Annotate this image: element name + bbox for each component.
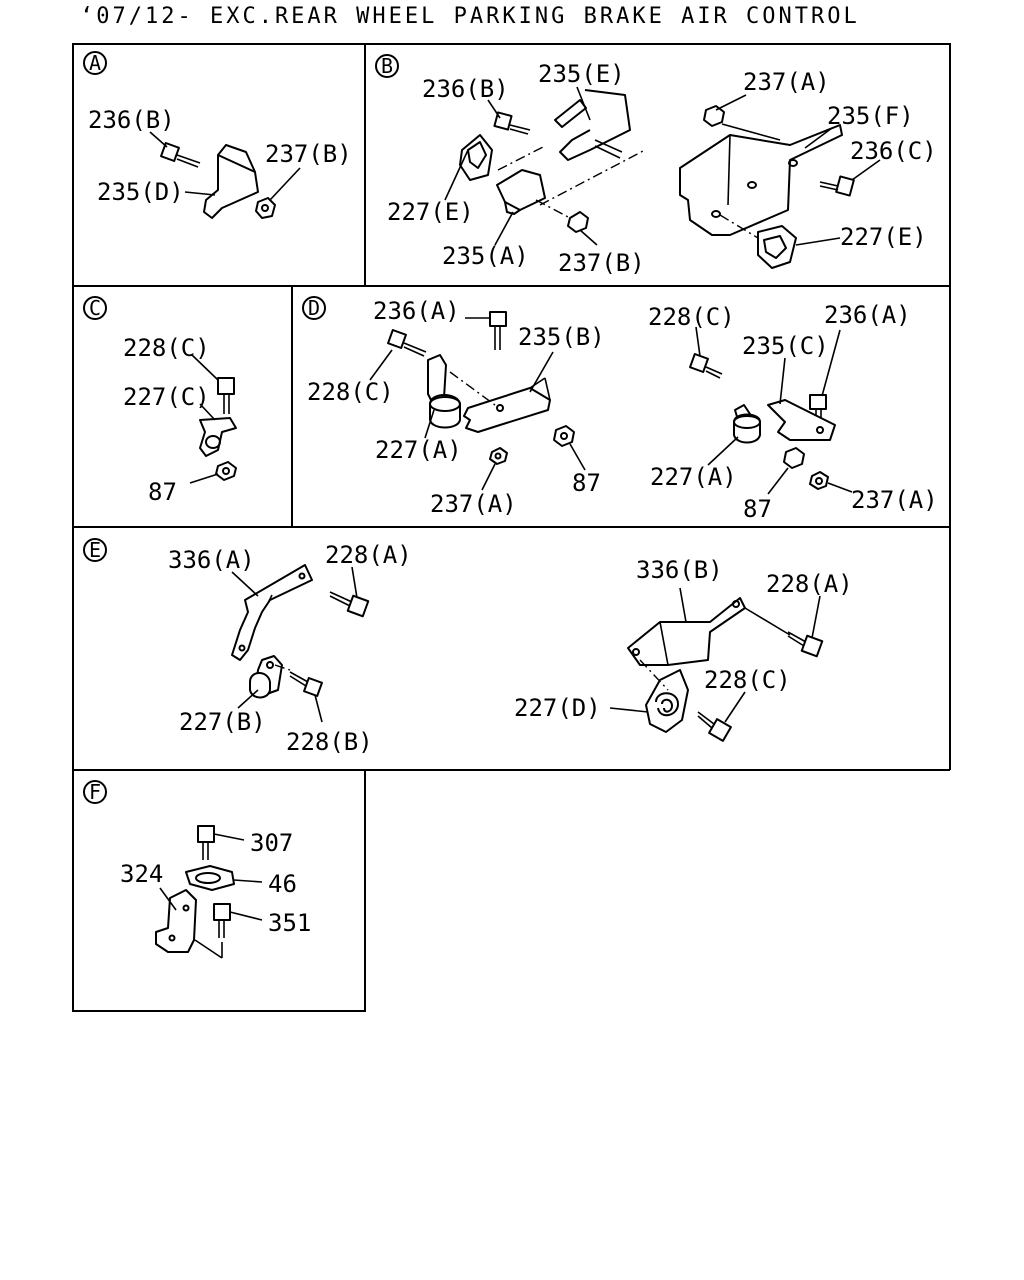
svg-text:D: D bbox=[308, 296, 320, 320]
panel-c-leaders bbox=[189, 354, 219, 484]
svg-text:A: A bbox=[89, 51, 101, 75]
callout-235b: 235(B) bbox=[518, 323, 605, 351]
callout-227c: 227(C) bbox=[123, 383, 210, 411]
callout-235a: 235(A) bbox=[442, 242, 529, 270]
callout-236c: 236(C) bbox=[850, 137, 937, 165]
panel-letter-a: A bbox=[83, 51, 107, 75]
callout-236a: 236(A) bbox=[373, 297, 460, 325]
panel-d-labels: 236(A) 235(B) 228(C) 227(A) 237(A) 87 22… bbox=[307, 297, 938, 523]
callout-227e: 227(E) bbox=[840, 223, 927, 251]
callout-307: 307 bbox=[250, 829, 293, 857]
callout-235c: 235(C) bbox=[742, 332, 829, 360]
callout-237b: 237(B) bbox=[558, 249, 645, 277]
panel-d-parts bbox=[387, 311, 836, 490]
callout-237a: 237(A) bbox=[743, 68, 830, 96]
callout-227a: 227(A) bbox=[650, 463, 737, 491]
callout-235d: 235(D) bbox=[97, 178, 184, 206]
panel-b-leaders bbox=[444, 86, 881, 246]
panel-d-leaders bbox=[369, 317, 853, 495]
diagram-title: ‘07/12- EXC.REAR WHEEL PARKING BRAKE AIR… bbox=[80, 4, 860, 29]
callout-237a: 237(A) bbox=[851, 486, 938, 514]
panel-f-labels: 307 324 46 351 bbox=[120, 829, 311, 937]
panel-letter-f: F bbox=[83, 780, 107, 804]
callout-228a: 228(A) bbox=[766, 570, 853, 598]
panel-b-labels: 236(B) 235(E) 227(E) 235(A) 237(B) 237(A… bbox=[387, 60, 937, 277]
panel-letter-e: E bbox=[83, 538, 107, 562]
panel-f-parts bbox=[155, 825, 235, 959]
callout-236b: 236(B) bbox=[88, 106, 175, 134]
panel-letter-c: C bbox=[83, 296, 107, 320]
callout-87: 87 bbox=[148, 478, 177, 506]
panel-a-leaders bbox=[149, 131, 301, 201]
callout-235e: 235(E) bbox=[538, 60, 625, 88]
svg-text:E: E bbox=[89, 538, 101, 562]
callout-235f: 235(F) bbox=[827, 102, 914, 130]
callout-228c: 228(C) bbox=[704, 666, 791, 694]
callout-336b: 336(B) bbox=[636, 556, 723, 584]
callout-228a: 228(A) bbox=[325, 541, 412, 569]
callout-236b: 236(B) bbox=[422, 75, 509, 103]
callout-336a: 336(A) bbox=[168, 546, 255, 574]
panel-b-parts bbox=[459, 89, 855, 269]
callout-46: 46 bbox=[268, 870, 297, 898]
callout-237a: 237(A) bbox=[430, 490, 517, 518]
callout-228c: 228(C) bbox=[123, 334, 210, 362]
callout-228c: 228(C) bbox=[307, 378, 394, 406]
svg-text:C: C bbox=[89, 296, 101, 320]
callout-227b: 227(B) bbox=[179, 708, 266, 736]
callout-228c: 228(C) bbox=[648, 303, 735, 331]
callout-87: 87 bbox=[743, 495, 772, 523]
panel-c-labels: 228(C) 227(C) 87 bbox=[123, 334, 210, 506]
panel-frames bbox=[72, 43, 951, 1012]
callout-227a: 227(A) bbox=[375, 436, 462, 464]
callout-237b: 237(B) bbox=[265, 140, 352, 168]
callout-324: 324 bbox=[120, 860, 163, 888]
panel-e-labels: 336(A) 228(A) 227(B) 228(B) 336(B) 228(A… bbox=[168, 541, 853, 756]
panel-letters: A B C D E F bbox=[83, 51, 399, 804]
callout-228b: 228(B) bbox=[286, 728, 373, 756]
panel-f-leaders bbox=[159, 833, 263, 921]
panel-e-leaders bbox=[231, 566, 821, 723]
callout-351: 351 bbox=[268, 909, 311, 937]
panel-c-parts bbox=[199, 377, 237, 481]
panel-letter-d: D bbox=[302, 296, 326, 320]
callout-227d: 227(D) bbox=[514, 694, 601, 722]
panel-a-parts bbox=[160, 142, 276, 219]
svg-text:B: B bbox=[381, 54, 393, 78]
callout-87: 87 bbox=[572, 469, 601, 497]
svg-text:F: F bbox=[89, 780, 101, 804]
panel-e-parts bbox=[231, 564, 824, 742]
callout-236a: 236(A) bbox=[824, 301, 911, 329]
callout-227e: 227(E) bbox=[387, 198, 474, 226]
panel-a-labels: 236(B) 235(D) 237(B) bbox=[88, 106, 352, 206]
panel-letter-b: B bbox=[375, 54, 399, 78]
